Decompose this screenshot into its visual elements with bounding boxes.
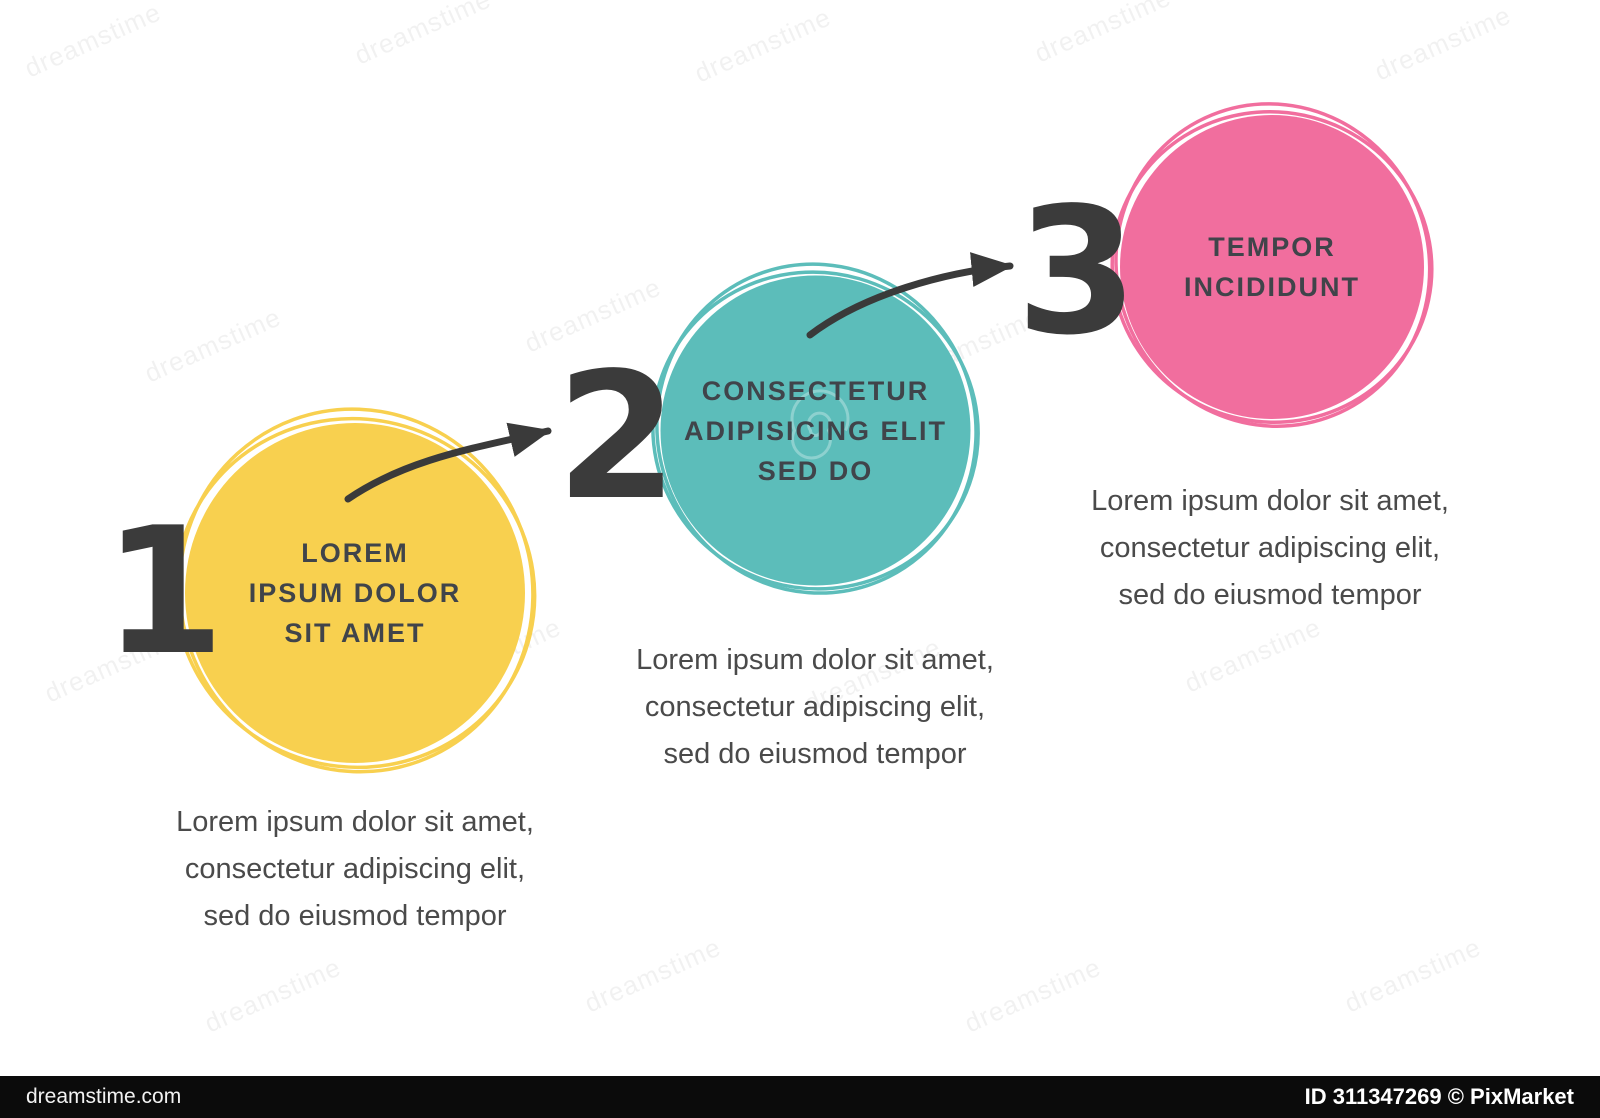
watermark-text: dreamstime — [959, 951, 1106, 1039]
step-1-circle — [165, 403, 545, 783]
watermark-text: dreamstime — [1179, 611, 1326, 699]
watermark-text: dreamstime — [139, 301, 286, 389]
watermark-text: dreamstime — [579, 931, 726, 1019]
footer-site-text: dreamstime.com — [26, 1085, 182, 1108]
watermark-text: dreamstime — [1369, 0, 1516, 87]
step-1-description: Lorem ipsum dolor sit amet, consectetur … — [176, 806, 534, 932]
watermark-text: dreamstime — [1339, 931, 1486, 1019]
circle-3-fill — [1120, 115, 1424, 419]
circle-3-scribble — [1114, 102, 1432, 428]
step-2-title: CONSECTETUR ADIPISICING ELIT SED DO — [683, 375, 948, 486]
circle-2-scribble — [655, 262, 978, 595]
step-1-title: LOREM IPSUM DOLOR SIT AMET — [248, 538, 462, 648]
step-3-description: Lorem ipsum dolor sit amet, consectetur … — [1091, 485, 1449, 611]
step-3-circle — [1102, 97, 1442, 437]
circle-3-sketch — [1110, 102, 1434, 428]
circle-1-fill — [185, 423, 525, 763]
watermark-footer-bar: dreamstime.com ID 311347269 © PixMarket — [0, 1076, 1600, 1118]
circle-1-scribble — [177, 407, 535, 774]
watermark-text: dreamstime — [349, 0, 496, 71]
step-3-number: 3 — [1016, 171, 1138, 374]
watermark-text: dreamstime — [689, 1, 836, 89]
step-1-number: 1 — [103, 491, 225, 694]
circle-2-fill — [660, 275, 971, 586]
step-2-description: Lorem ipsum dolor sit amet, consectetur … — [636, 644, 994, 770]
swirl-watermark-icon — [790, 389, 850, 460]
watermark-text: dreamstime — [199, 951, 346, 1039]
footer-image-id: ID 311347269 © PixMarket — [1304, 1084, 1574, 1109]
watermark-text: dreamstime — [19, 0, 166, 84]
step-2-number: 2 — [556, 336, 678, 539]
circle-1-sketch — [173, 407, 537, 774]
watermark-text: dreamstime — [1029, 0, 1176, 69]
step-3-title: TEMPOR INCIDIDUNT — [1184, 232, 1360, 302]
